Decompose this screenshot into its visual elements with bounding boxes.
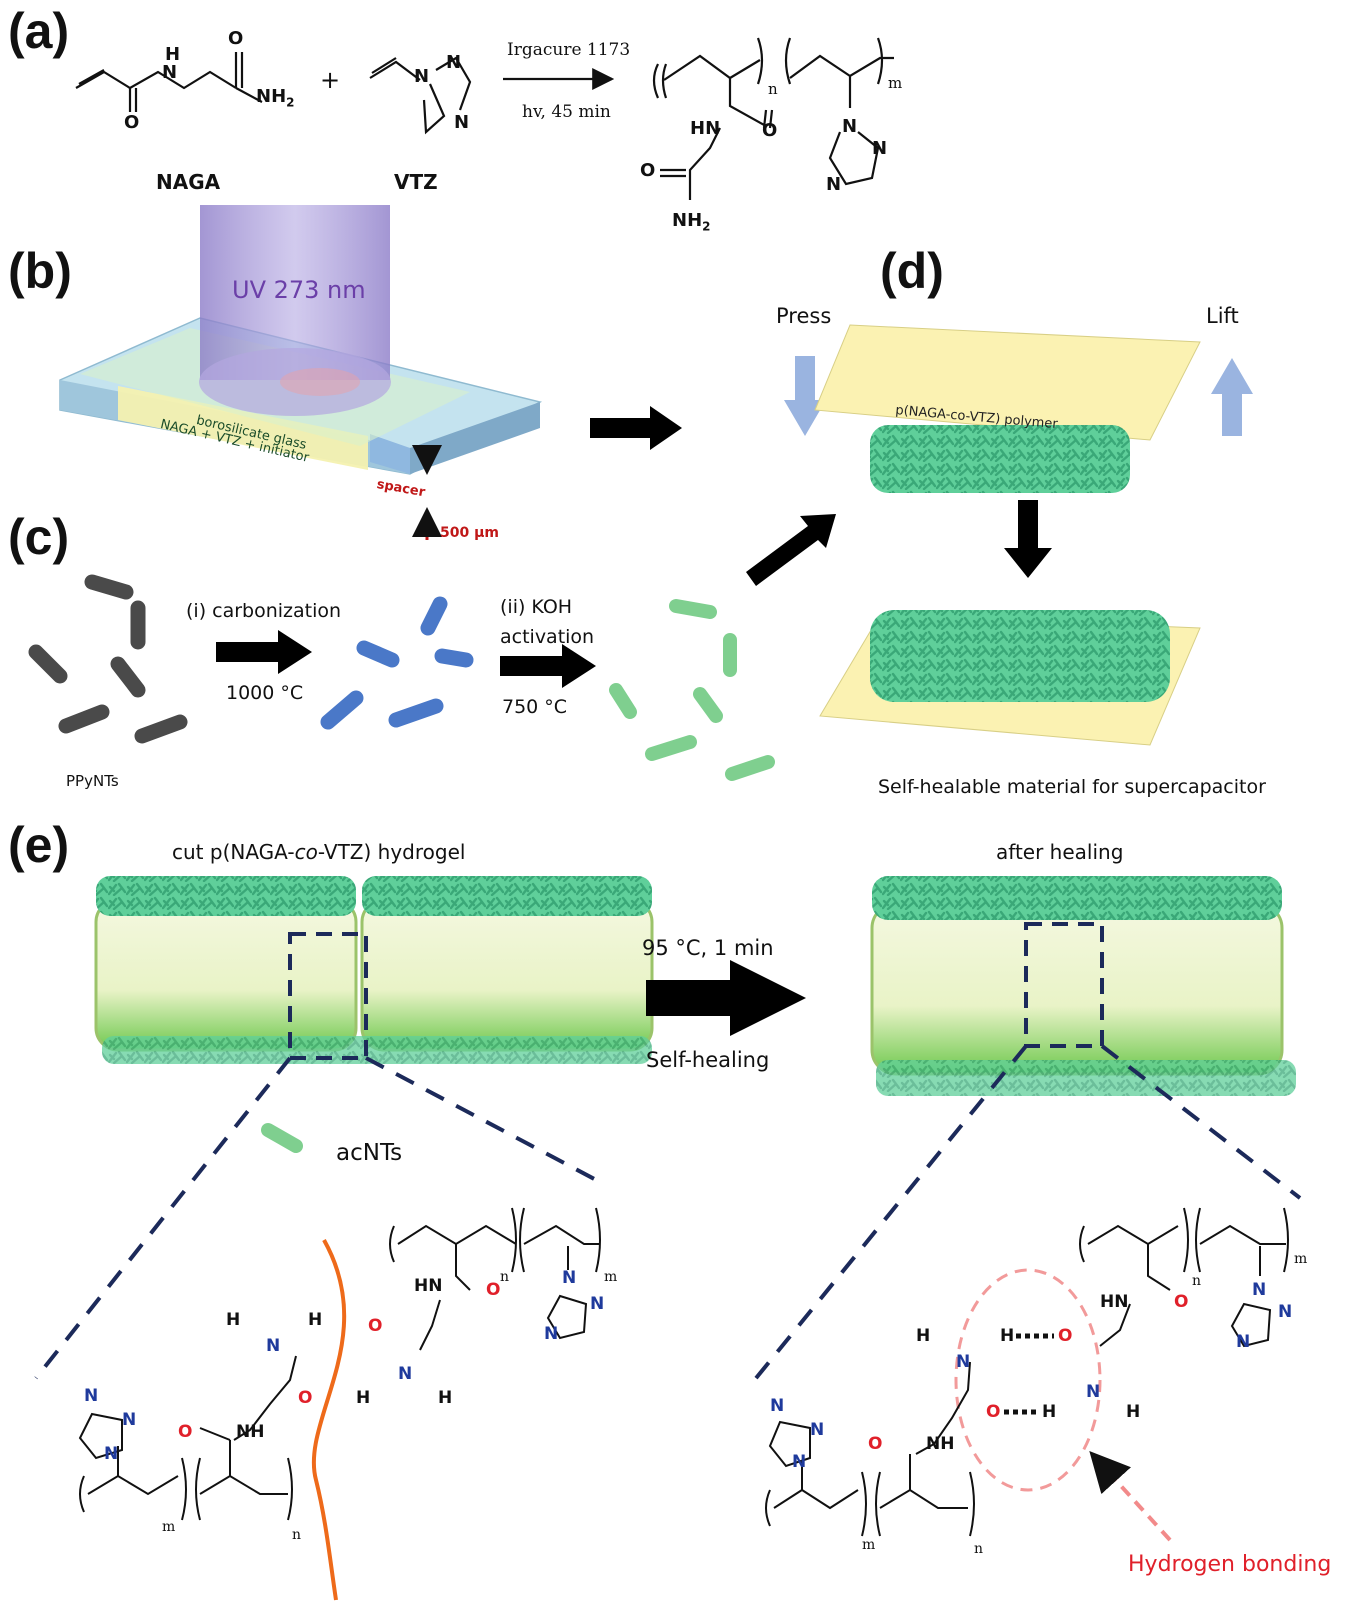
left-o2: O [178,1422,193,1442]
carbonization-temp: 1000 °C [226,682,304,704]
naga-n: N [162,62,178,83]
conditions-label: hv, 45 min [522,102,611,122]
left-ring-n3: N [104,1444,119,1464]
supercapacitor-caption: Self-healable material for supercapacito… [878,776,1266,798]
right-nh: NH [926,1434,955,1454]
right-o2: O [868,1434,883,1454]
top-right-sub-n: n [1192,1273,1202,1289]
product-sub-n: n [768,80,778,98]
panel-label-e: (e) [8,817,70,873]
acnts-legend: acNTs [336,1140,403,1166]
hbond-o-upper: O [1058,1326,1073,1346]
hydrogels [34,876,1302,1601]
top-left-ring-n3: N [544,1324,559,1344]
top-right-ring-n1: N [1252,1280,1267,1300]
product-n4: N [826,174,842,195]
top-left-h2: H [438,1388,453,1408]
top-left-o2: O [368,1316,383,1336]
top-left-sub-m: m [604,1269,618,1285]
activation-label: activation [500,626,595,648]
hbond-h-lower: H [1042,1402,1057,1422]
catalyst-label: Irgacure 1173 [507,40,631,60]
product-n1: N [842,116,858,137]
top-left-amide-n: N [398,1364,413,1384]
nanotubes [28,574,775,1153]
hbond-dots [1004,1333,1054,1415]
top-left-ring-n1: N [562,1268,577,1288]
panel-label-a: (a) [8,3,70,59]
reaction-scheme [75,37,894,200]
top-left-ring-n2: N [590,1294,605,1314]
left-amide-n: N [266,1336,281,1356]
product-hn: HN [690,118,721,139]
press-lift [784,324,1253,746]
panel-label-b: (b) [8,243,72,299]
top-left-h1: H [356,1388,371,1408]
product-nh2: NH2 [672,210,711,234]
vtz-n1: N [414,66,430,87]
left-sub-n: n [292,1527,302,1543]
carbonization-label: (i) carbonization [186,600,342,622]
left-h2: H [308,1310,323,1330]
ppynts-label: PPyNTs [66,772,119,790]
lift-label: Lift [1206,304,1239,328]
top-left-sub-n: n [500,1269,510,1285]
right-amide-n2: N [1086,1382,1101,1402]
self-healing-label: Self-healing [646,1048,770,1072]
top-left-o1: O [486,1280,501,1300]
uv-setup [59,205,543,540]
hbond-o-lower: O [986,1402,1001,1422]
press-label: Press [776,304,832,328]
naga-h: H [165,44,181,65]
activation-temp: 750 °C [502,696,568,718]
left-o1: O [298,1388,313,1408]
thickness-label: 500 μm [440,525,499,541]
left-h1: H [226,1310,241,1330]
naga-o1: O [124,112,140,133]
product-o2: O [640,160,656,181]
product-sub-m: m [888,74,903,92]
vtz-n4: N [454,112,470,133]
hbond-h-upper: H [1000,1326,1015,1346]
left-ring-n1: N [84,1386,99,1406]
panel-label-d: (d) [880,243,944,299]
naga-label: NAGA [156,170,221,194]
top-right-hn: HN [1100,1292,1129,1312]
healing-condition: 95 °C, 1 min [642,936,774,960]
top-left-hn: HN [414,1276,443,1296]
left-sub-m: m [162,1519,176,1535]
uv-label: UV 273 nm [232,276,366,304]
top-right-o1: O [1174,1292,1189,1312]
right-ring-n1: N [770,1396,785,1416]
vtz-label: VTZ [394,170,438,194]
right-sub-n: n [974,1541,984,1557]
naga-nh2: NH2 [256,86,295,110]
right-sub-m: m [862,1537,876,1553]
right-amide-n: N [956,1352,971,1372]
product-o1: O [762,120,778,141]
hydrogen-bonding-label: Hydrogen bonding [1128,1552,1332,1577]
right-h1: H [916,1326,931,1346]
plus-sign: + [320,66,341,94]
top-right-sub-m: m [1294,1251,1308,1267]
product-n2: N [872,138,888,159]
panel-label-c: (c) [8,509,70,565]
right-h2: H [1126,1402,1141,1422]
naga-o2: O [228,28,244,49]
top-right-ring-n3: N [1236,1332,1251,1352]
left-ring-n2: N [122,1410,137,1430]
top-right-ring-n2: N [1278,1302,1293,1322]
polymer-skeletons [78,1207,1289,1537]
left-nh: NH [236,1422,265,1442]
koh-label: (ii) KOH [500,596,573,618]
right-ring-n2: N [810,1420,825,1440]
right-ring-n3: N [792,1452,807,1472]
vtz-n2: N [446,52,462,73]
cut-hydrogel-label: cut p(NAGA-co-VTZ) hydrogel [172,840,466,864]
after-healing-label: after healing [996,840,1124,864]
